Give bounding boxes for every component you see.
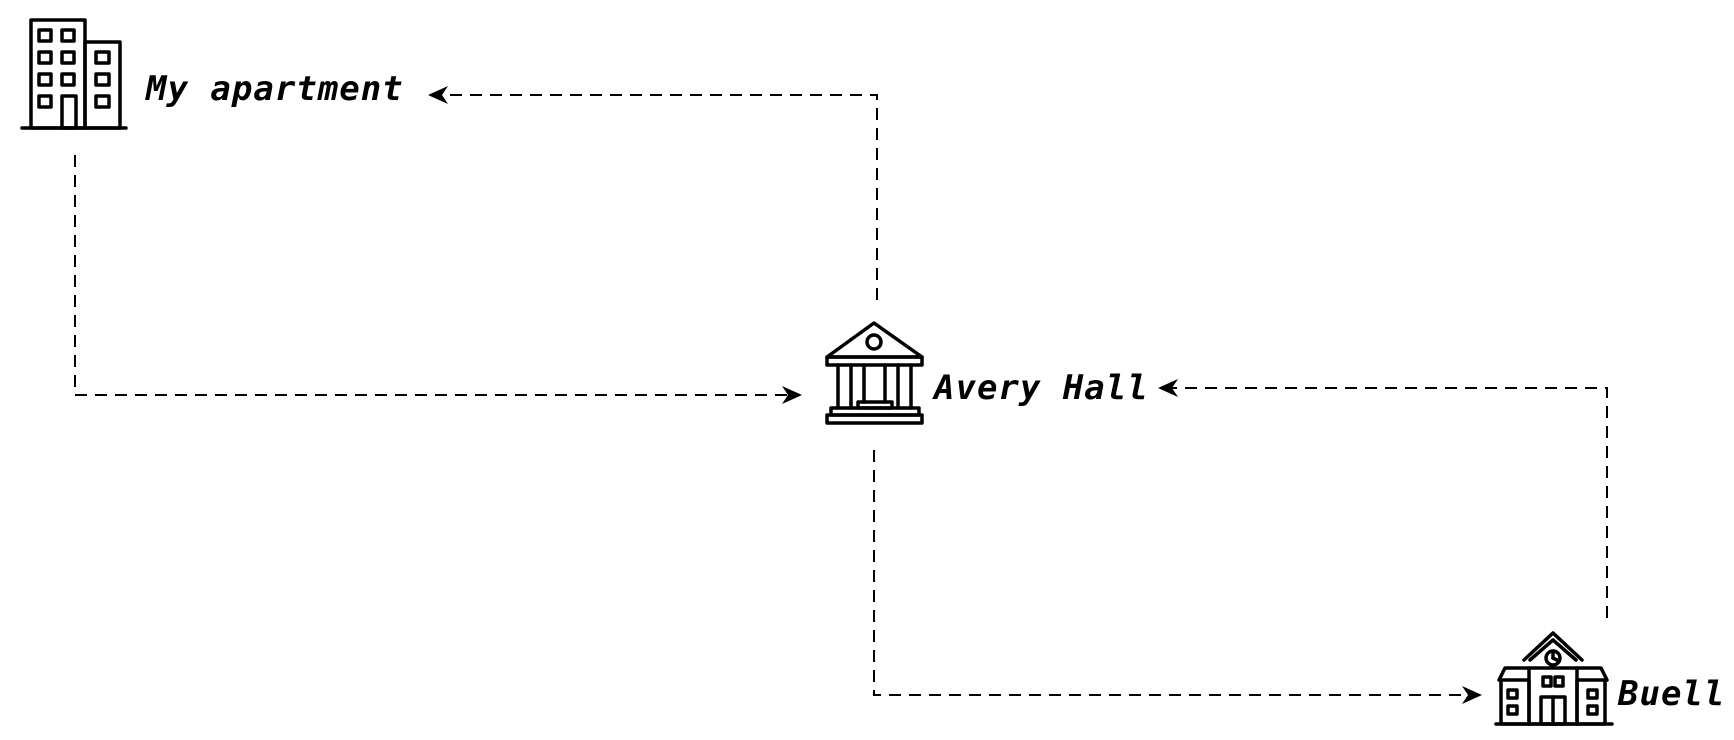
- edge-avery-to-buell: [873, 450, 1482, 704]
- arrowhead: [1462, 686, 1482, 704]
- edge-apartment-to-avery: [74, 155, 802, 404]
- node-apartment: My apartment: [20, 18, 404, 130]
- arrowhead: [1158, 379, 1178, 397]
- edge-avery-to-apartment: [428, 86, 878, 300]
- columned-hall-icon: [825, 321, 924, 425]
- node-avery: Avery Hall: [825, 321, 1149, 425]
- node-buell: Buell: [1494, 631, 1725, 726]
- schoolhouse-icon: [1494, 631, 1614, 726]
- node-label-apartment: My apartment: [145, 69, 404, 109]
- arrowhead: [428, 86, 448, 104]
- node-label-buell: Buell: [1617, 674, 1725, 714]
- arrowhead: [782, 386, 802, 404]
- apartment-building-icon: [20, 18, 128, 130]
- node-label-avery: Avery Hall: [932, 368, 1149, 408]
- edge-buell-to-avery: [1158, 379, 1608, 618]
